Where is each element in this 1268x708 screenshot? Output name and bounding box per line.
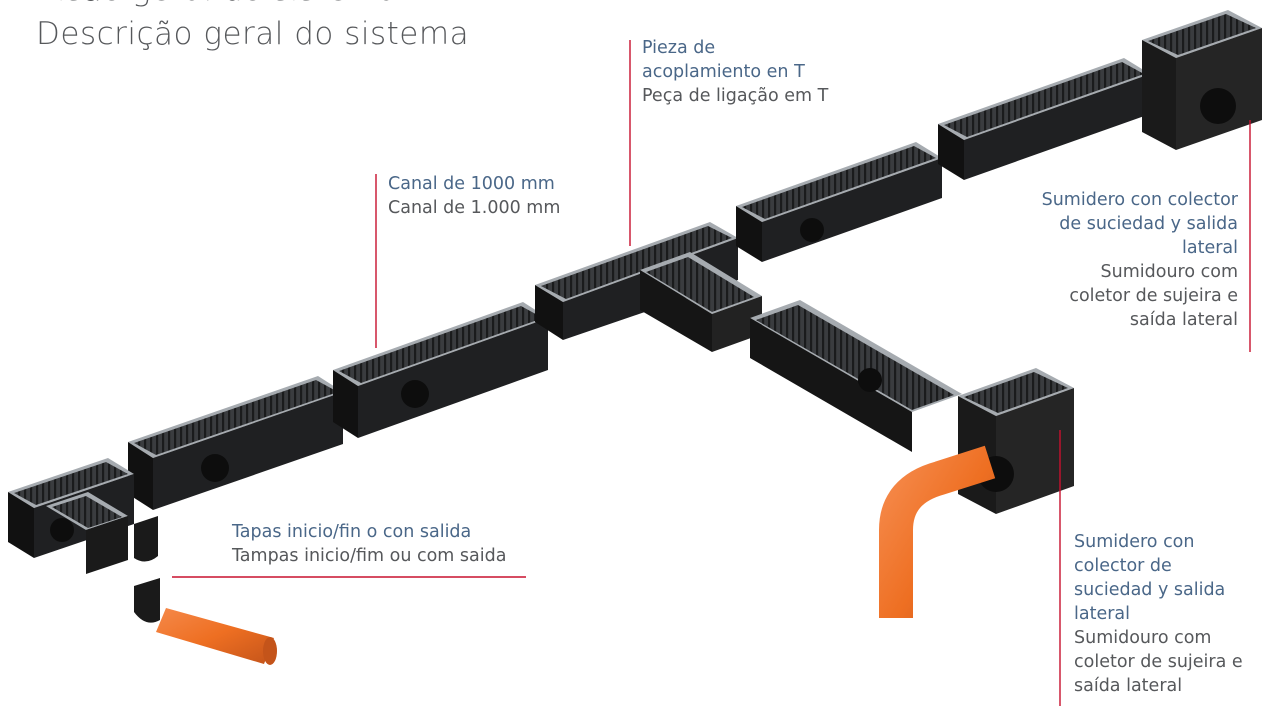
corner-piece [8,458,134,574]
label-sump-bottom-es-1: Sumidero con [1074,532,1195,552]
label-channel-pt-1: Canal de 1.000 mm [388,198,561,218]
label-sump-top-pt-1: Sumidouro com [1100,262,1238,282]
label-t-piece-pt-1: Peça de ligação em T [642,86,829,106]
sump-top [1142,10,1262,150]
channel-segment-4 [938,58,1150,180]
label-t-piece: Pieza de acoplamiento en T Peça de ligaç… [642,36,828,108]
channel-segment-branch [750,300,962,452]
label-caps: Tapas inicio/fin o con salida Tampas ini… [232,520,506,568]
label-sump-top-pt-3: saída lateral [1129,310,1238,330]
label-sump-top: Sumidero con colector de suciedad y sali… [1042,188,1238,332]
t-piece [535,222,762,352]
label-caps-pt-1: Tampas inicio/fim ou com saida [232,546,507,566]
label-sump-bottom-pt-1: Sumidouro com [1074,628,1212,648]
label-sump-top-es-3: lateral [1182,238,1238,258]
label-sump-top-es-2: de suciedad y salida [1059,214,1238,234]
sump-bottom [958,368,1074,514]
label-sump-bottom-pt-3: saída lateral [1074,676,1183,696]
label-sump-top-es-1: Sumidero con colector [1041,190,1238,210]
end-caps [134,516,160,623]
label-channel: Canal de 1000 mm Canal de 1.000 mm [388,172,560,220]
label-t-piece-es-1: Pieza de [642,38,716,58]
label-sump-top-pt-2: coletor de sujeira e [1069,286,1238,306]
title-line-1: Visão geral do sistema [36,0,469,12]
channel-segment-3 [736,142,942,262]
label-sump-bottom: Sumidero con colector de suciedad y sali… [1074,530,1243,698]
channel-segment-1 [128,376,343,510]
label-caps-es-1: Tapas inicio/fin o con salida [232,522,472,542]
label-sump-bottom-es-2: colector de [1074,556,1172,576]
label-t-piece-es-2: acoplamiento en T [642,62,805,82]
label-sump-bottom-es-3: suciedad y salida [1074,580,1226,600]
title-line-2: Descrição geral do sistema [36,16,470,52]
straight-pipe [156,608,277,665]
label-sump-bottom-pt-2: coletor de sujeira e [1074,652,1243,672]
label-sump-bottom-es-4: lateral [1074,604,1130,624]
label-channel-es-1: Canal de 1000 mm [388,174,555,194]
elbow-pipe [879,445,996,618]
page-title: Visão geral do sistema Descrição geral d… [36,0,469,56]
channel-segment-2 [333,302,548,438]
